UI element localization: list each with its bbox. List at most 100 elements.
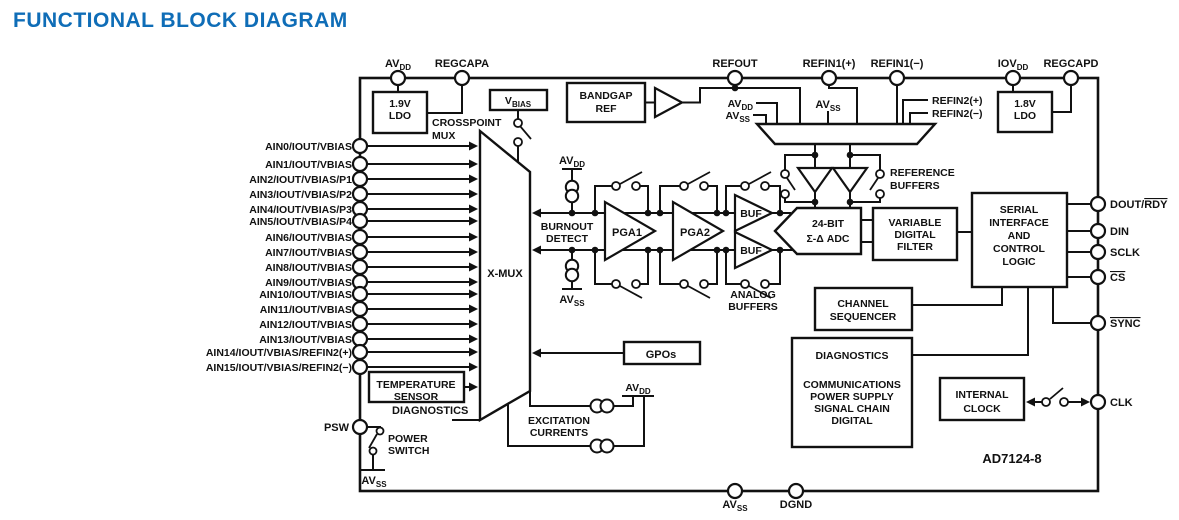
block-pga2 xyxy=(671,200,726,262)
junction-dot xyxy=(591,246,599,254)
bandgap-buffer-amp xyxy=(653,86,685,119)
label-pin-ain8: AIN8/IOUT/VBIAS xyxy=(265,262,352,274)
pin-din xyxy=(1089,222,1107,240)
label-pin-ain11: AIN11/IOUT/VBIAS xyxy=(260,304,352,316)
arrowhead xyxy=(469,304,478,314)
clock-switch xyxy=(1041,387,1069,407)
pin-ain5 xyxy=(351,212,369,230)
switch-blade xyxy=(619,171,643,185)
label-pga2: PGA2 xyxy=(680,227,710,239)
junction-dot xyxy=(811,198,819,206)
pin-clk xyxy=(1089,393,1107,411)
label-crosspoint-mux: CROSSPOINT xyxy=(432,117,502,129)
label-pin-din: DIN xyxy=(1110,226,1129,238)
label-internal-clock2: CLOCK xyxy=(963,403,1001,415)
switch-blade xyxy=(368,433,378,449)
arrowhead xyxy=(532,208,541,218)
arrowhead xyxy=(532,245,541,255)
block-diagnostics xyxy=(790,336,914,449)
pin-ain3 xyxy=(351,185,369,203)
label-serial2: INTERFACE xyxy=(989,217,1049,229)
switch-contact xyxy=(611,279,621,289)
label-sequencer: CHANNEL xyxy=(837,298,889,310)
current-source-excitation-2 xyxy=(589,438,615,454)
switch-blade xyxy=(687,171,711,185)
pin-ain1 xyxy=(351,155,369,173)
label-pin-cs: CS xyxy=(1110,272,1125,284)
label-diagnostics-block2: COMMUNICATIONS xyxy=(803,379,901,391)
switch-contact xyxy=(631,279,641,289)
arrowhead xyxy=(469,289,478,299)
label-pin-refout: REFOUT xyxy=(712,58,758,70)
part-number: AD7124-8 xyxy=(982,451,1041,466)
label-pga1: PGA1 xyxy=(612,227,642,239)
buffer-bypass-switch-bottom xyxy=(740,279,772,299)
arrowheads xyxy=(469,141,1090,407)
switch-contact xyxy=(375,426,385,436)
block-pga1 xyxy=(603,200,658,262)
pga1-bypass-switch-top xyxy=(611,171,643,191)
label-xmux: X-MUX xyxy=(487,268,523,280)
label-pin-avdd: AVDD xyxy=(385,58,411,72)
label-pin-dout-rdy: DOUT/RDY xyxy=(1110,199,1168,211)
switch-blade xyxy=(748,171,772,185)
switch-contact xyxy=(1059,397,1069,407)
pin-ain0 xyxy=(351,137,369,155)
current-source-avdd-burnout xyxy=(564,179,580,204)
label-pin-ain6: AIN6/IOUT/VBIAS xyxy=(265,232,352,244)
pin-refin1-minus xyxy=(888,69,906,87)
block-internal-clock xyxy=(938,376,1026,422)
pin-regcapa xyxy=(453,69,471,87)
switch-contact xyxy=(699,181,709,191)
switch-contact xyxy=(760,181,770,191)
pga1-bypass-switch-bottom xyxy=(611,279,643,299)
label-temp-sensor: TEMPERATURE xyxy=(376,379,455,391)
label-pin-ain3: AIN3/IOUT/VBIAS/P2 xyxy=(249,189,352,201)
switch-contact xyxy=(760,279,770,289)
switch-contact xyxy=(740,181,750,191)
arrowhead xyxy=(469,216,478,226)
switch-contact xyxy=(679,181,689,191)
pin-cs xyxy=(1089,268,1107,286)
pin-ain12 xyxy=(351,315,369,333)
block-serial-interface xyxy=(970,191,1069,289)
pin-dout-rdy xyxy=(1089,195,1107,213)
label-excitation: EXCITATION xyxy=(528,415,590,427)
label-pin-ain7: AIN7/IOUT/VBIAS xyxy=(265,247,352,259)
pin-ain14 xyxy=(351,343,369,361)
switch-contact xyxy=(611,181,621,191)
label-bandgap2: REF xyxy=(596,103,618,115)
pga2-bypass-switch-bottom xyxy=(679,279,711,299)
label-1v8-ldo2: LDO xyxy=(1014,110,1036,122)
switch-contact xyxy=(875,189,885,199)
analog-buffer-top xyxy=(733,193,775,233)
current-source-circle xyxy=(599,398,615,414)
block-vbias xyxy=(488,88,549,112)
pga2-bypass-switch-top xyxy=(679,171,711,191)
label-pin-ain14: AIN14/IOUT/VBIAS/REFIN2(+) xyxy=(206,347,352,359)
pin-ain8 xyxy=(351,258,369,276)
block-1v9-ldo xyxy=(371,90,429,135)
vbias-switch xyxy=(513,118,532,147)
label-buf-bottom: BUF xyxy=(740,245,762,257)
junction-dot xyxy=(722,246,730,254)
pin-avss xyxy=(726,482,744,500)
label-avdd-burnout: AVDD xyxy=(559,155,585,169)
label-diagnostics-block5: DIGITAL xyxy=(831,415,873,427)
label-adc: 24-BIT xyxy=(812,218,845,230)
current-source-circle xyxy=(564,188,580,204)
current-source-avss-burnout xyxy=(564,258,580,283)
analog-buffer-bottom xyxy=(733,230,775,270)
label-pin-ain1: AIN1/IOUT/VBIAS xyxy=(265,159,352,171)
pin-regcapd xyxy=(1062,69,1080,87)
junction-dot xyxy=(776,246,784,254)
refbuf-bypass-switch-left xyxy=(780,169,796,199)
junction-dot xyxy=(568,209,576,217)
label-avss-refmux-mid: AVSS xyxy=(815,99,841,113)
switch-contact xyxy=(780,169,790,179)
label-bandgap: BANDGAP xyxy=(579,90,632,102)
label-diagnostics-block4: SIGNAL CHAIN xyxy=(814,403,890,415)
switch-blade xyxy=(786,177,796,191)
current-source-circle xyxy=(564,267,580,283)
pin-ain7 xyxy=(351,243,369,261)
